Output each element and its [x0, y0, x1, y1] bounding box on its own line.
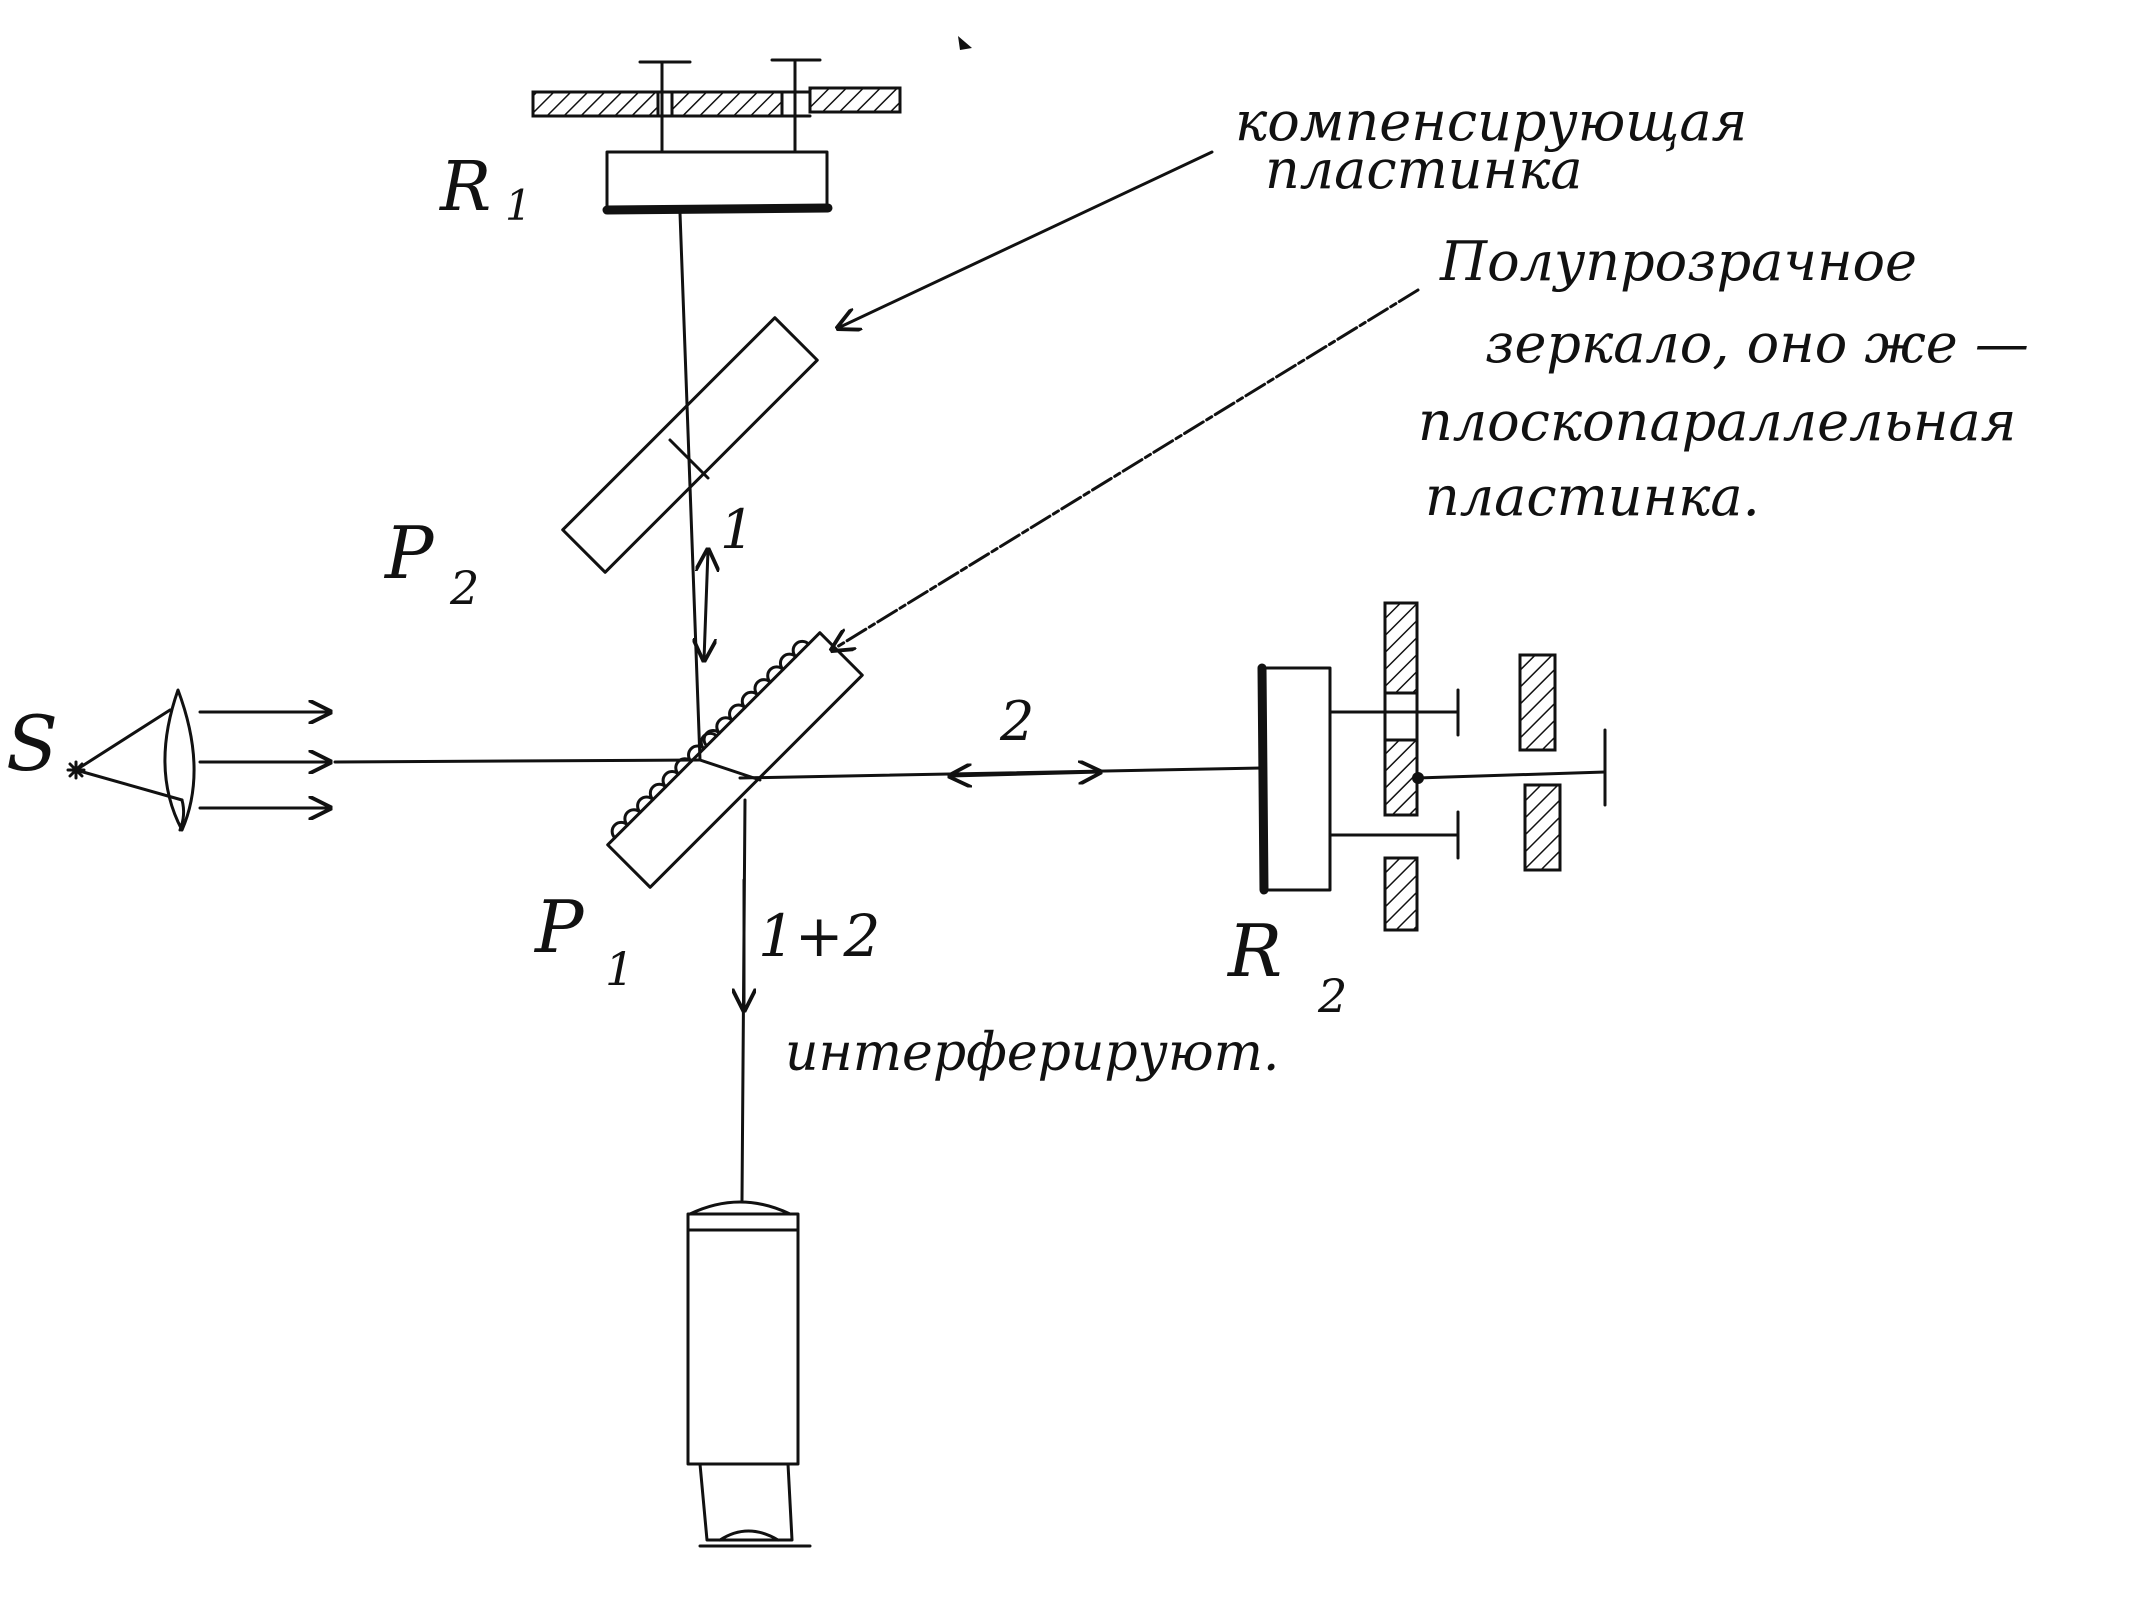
- label-r1: R 1: [438, 148, 532, 230]
- label-p1: P 1: [533, 885, 634, 996]
- beam-splitter-p1: [606, 631, 864, 889]
- svg-text:P: P: [533, 885, 585, 969]
- svg-text:Полупрозрачное: Полупрозрачное: [1439, 230, 1917, 293]
- mirror-r2-surface: [1257, 663, 1269, 895]
- svg-text:R: R: [438, 148, 491, 227]
- leader-compensating-plate: [838, 150, 1214, 328]
- mirror-r1-surface: [602, 203, 833, 215]
- beam-2-arrow: [950, 772, 1100, 776]
- collimating-lens: [163, 688, 196, 832]
- label-s: S: [6, 699, 58, 788]
- beam-1-arrow: [704, 550, 708, 660]
- label-interfere: интерферируют.: [785, 1023, 1279, 1083]
- mirror-r1: [605, 150, 829, 212]
- mirror-r2-assembly: [1257, 601, 1607, 932]
- svg-text:пластинка.: пластинка.: [1425, 465, 1760, 528]
- stray-mark: [958, 36, 972, 50]
- svg-text:зеркало, оно же —: зеркало, оно же —: [1485, 312, 2029, 375]
- telescope-tube: [686, 1212, 800, 1466]
- svg-text:компенсирующая: компенсирующая: [1235, 90, 1747, 153]
- label-beam-sum: 1+2: [758, 902, 880, 970]
- svg-text:2: 2: [449, 561, 479, 615]
- label-r2: R 2: [1226, 909, 1347, 1023]
- compensating-plate-p2: [561, 316, 819, 574]
- leader-semi-mirror: [832, 288, 1420, 650]
- svg-text:пластинка: пластинка: [1265, 138, 1583, 201]
- label-p2: P 2: [383, 511, 479, 615]
- incident-beam: [333, 758, 702, 764]
- semi-transparent-coating: [610, 731, 719, 840]
- r1-hatched-plate-right: [808, 86, 902, 114]
- mirror-r1-assembly: [531, 58, 902, 215]
- label-beam-1: 1: [720, 498, 754, 561]
- svg-text:R: R: [1226, 909, 1282, 993]
- r1-hatched-plate-left: [531, 90, 660, 118]
- svg-text:2: 2: [1317, 969, 1347, 1023]
- svg-text:1: 1: [605, 942, 634, 996]
- label-beam-2: 2: [999, 690, 1034, 753]
- light-source-s: [66, 708, 184, 802]
- r1-hatched-plate-mid: [670, 90, 784, 118]
- annotation-compensating-plate: компенсирующая пластинка: [1235, 90, 1747, 201]
- svg-text:плоскопараллельная: плоскопараллельная: [1418, 390, 2016, 453]
- beam-2-path: [738, 766, 1264, 780]
- beam-1-path: [678, 211, 702, 762]
- observation-telescope: [686, 1200, 812, 1548]
- annotation-semi-transparent-mirror: Полупрозрачное зеркало, оно же — плоскоп…: [1418, 230, 2029, 528]
- svg-text:1: 1: [505, 181, 532, 230]
- svg-text:P: P: [383, 511, 435, 595]
- mirror-r2: [1260, 666, 1332, 892]
